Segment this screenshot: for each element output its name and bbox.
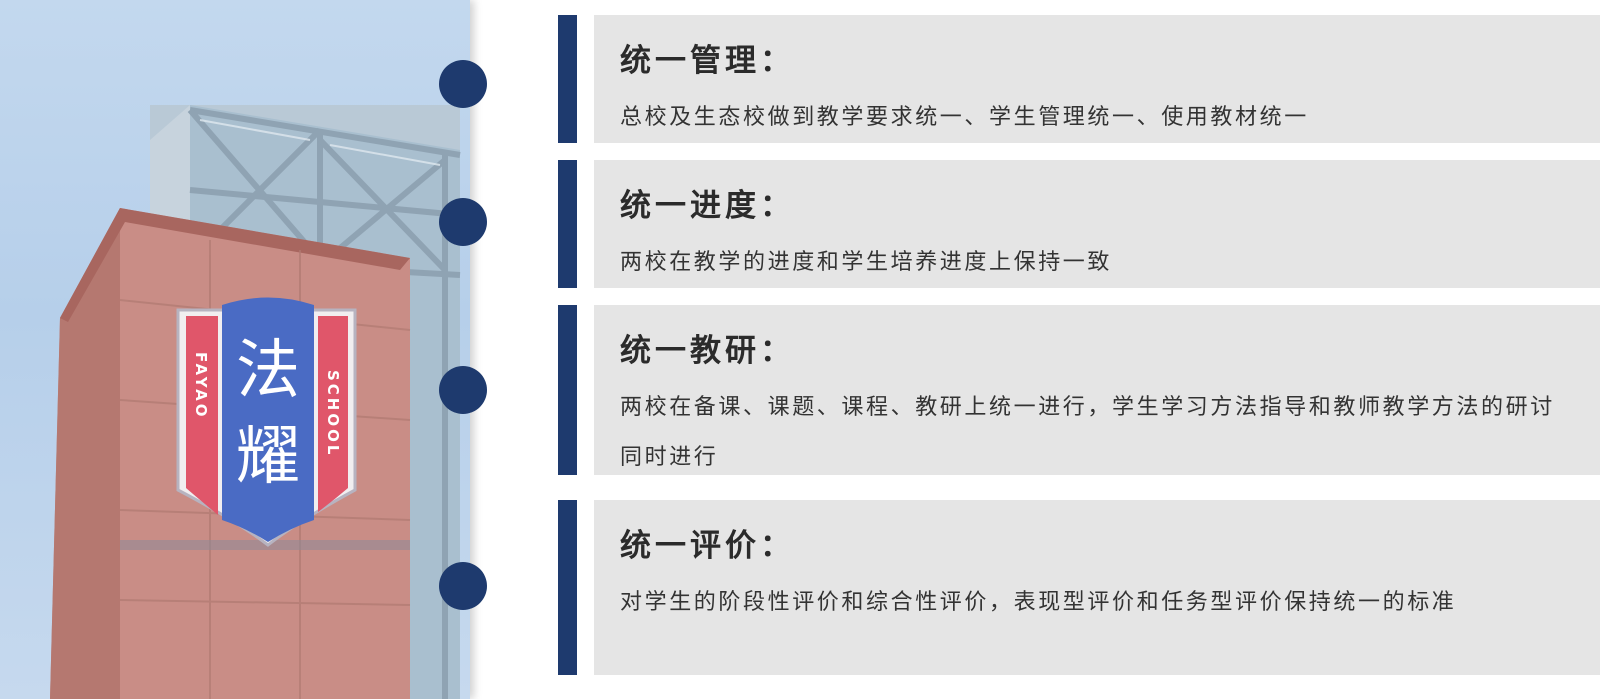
item-card [594, 15, 1600, 143]
item-card [594, 160, 1600, 288]
timeline-dot-4 [439, 562, 487, 610]
item-desc: 两校在教学的进度和学生培养进度上保持一致 [620, 250, 1113, 275]
sign-main-2: 耀 [236, 420, 300, 494]
item-card [594, 305, 1600, 475]
building-illustration: 法 耀 FAYAO SCHOOL [50, 105, 461, 699]
item-unified-management: 统一管理： 总校及生态校做到教学要求统一、学生管理统一、使用教材统一 [558, 15, 1600, 143]
item-desc: 总校及生态校做到教学要求统一、学生管理统一、使用教材统一 [620, 105, 1309, 130]
item-title: 统一评价： [620, 528, 795, 564]
school-sign: 法 耀 FAYAO SCHOOL [176, 297, 357, 547]
item-desc: 两校在备课、课题、课程、教研上统一进行，学生学习方法指导和教师教学方法的研讨同时… [620, 395, 1555, 470]
item-unified-research: 统一教研： 两校在备课、课题、课程、教研上统一进行，学生学习方法指导和教师教学方… [558, 305, 1600, 475]
school-building-photo: 法 耀 FAYAO SCHOOL [0, 0, 470, 699]
item-unified-progress: 统一进度： 两校在教学的进度和学生培养进度上保持一致 [558, 160, 1600, 288]
sign-right-text: SCHOOL [324, 370, 342, 457]
item-title: 统一进度： [620, 188, 795, 224]
item-card [594, 500, 1600, 675]
timeline-dot-3 [439, 366, 487, 414]
item-unified-evaluation: 统一评价： 对学生的阶段性评价和综合性评价，表现型评价和任务型评价保持统一的标准 [558, 500, 1600, 675]
item-title: 统一教研： [620, 333, 795, 369]
item-accent-bar [558, 160, 577, 288]
sign-left-text: FAYAO [192, 352, 210, 420]
timeline-dot-1 [439, 60, 487, 108]
item-title: 统一管理： [620, 43, 795, 79]
item-desc: 对学生的阶段性评价和综合性评价，表现型评价和任务型评价保持统一的标准 [620, 590, 1457, 615]
timeline-dot-2 [439, 198, 487, 246]
sign-main-1: 法 [236, 334, 300, 408]
item-accent-bar [558, 15, 577, 143]
item-accent-bar [558, 305, 577, 475]
item-accent-bar [558, 500, 577, 675]
